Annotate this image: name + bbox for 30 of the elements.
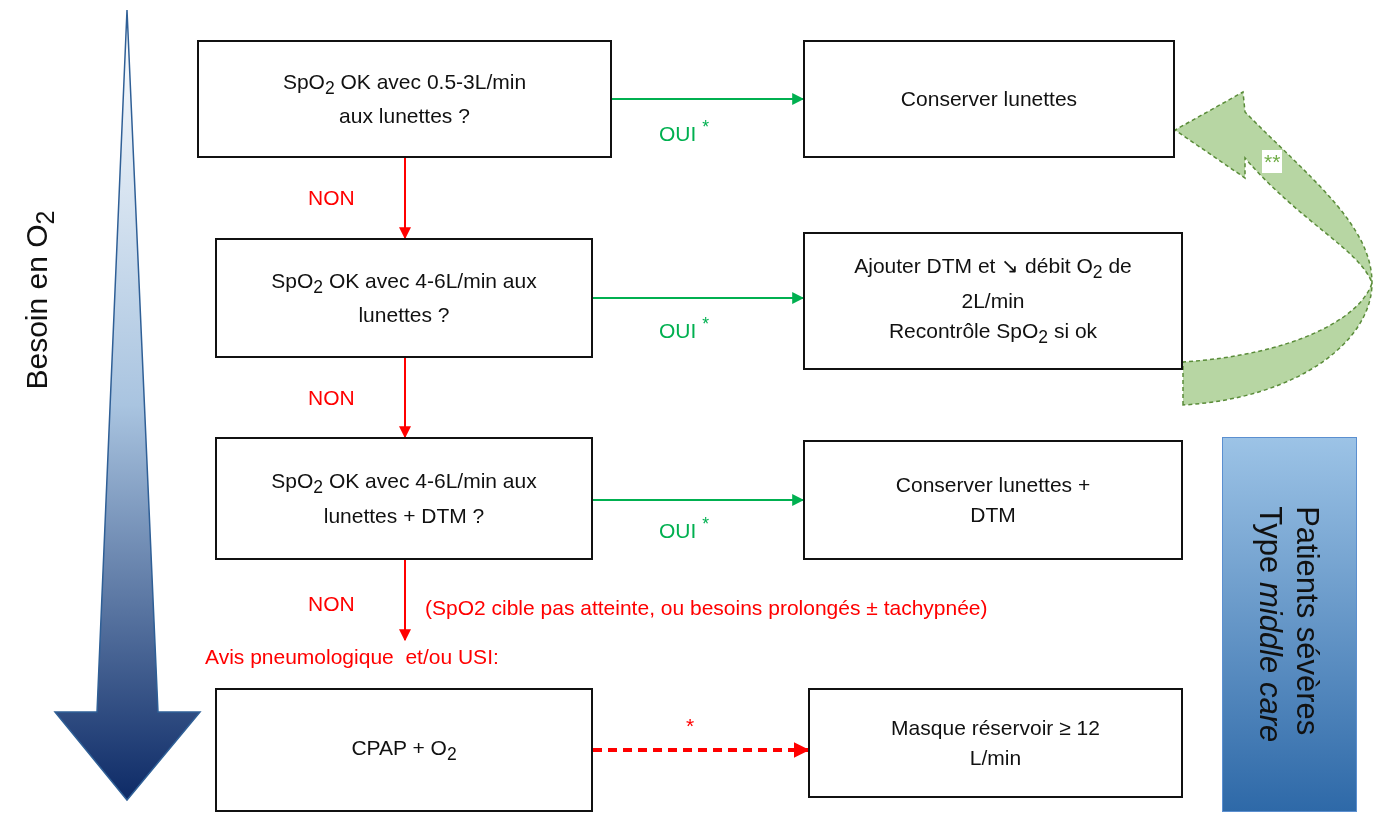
band-text: Patients sévères bbox=[1289, 506, 1327, 736]
category-band bbox=[1222, 437, 1357, 812]
arrow bbox=[592, 494, 805, 506]
arrow bbox=[399, 559, 411, 642]
box-text: SpO$_{2}$ OK avec 4-6L/min aux lunettes ? bbox=[270, 267, 538, 329]
edge-label: ** bbox=[1262, 150, 1283, 174]
process-box bbox=[197, 40, 612, 158]
arrow bbox=[399, 157, 411, 240]
arrow bbox=[399, 357, 411, 439]
box-text: Conserver lunettes bbox=[899, 85, 1079, 112]
process-box bbox=[215, 688, 593, 812]
curved-block-arrow bbox=[1174, 91, 1373, 406]
box-text: SpO$_{2}$ OK avec 4-6L/min aux lunettes + DTM ? bbox=[270, 468, 538, 529]
box-text: Masque réservoir ≥ 12 L/min bbox=[890, 714, 1101, 771]
box-text: Recontrôle SpO$_{2}$ si ok bbox=[887, 318, 1099, 350]
arrow bbox=[611, 93, 805, 105]
process-box bbox=[803, 440, 1183, 560]
process-box bbox=[215, 238, 593, 358]
arrow bbox=[593, 742, 810, 758]
process-box bbox=[808, 688, 1183, 798]
process-box bbox=[215, 437, 593, 560]
arrow bbox=[592, 292, 805, 304]
band-text: Type middle care bbox=[1252, 506, 1290, 743]
note-text: Avis pneumologique et/ou USI: bbox=[205, 643, 499, 670]
box-text: SpO$_{2}$ OK avec 0.5-3L/min aux lunettes ? bbox=[281, 68, 528, 130]
note-text: (SpO2 cible pas atteinte, ou besoins prolongés ± tachypnée) bbox=[425, 596, 988, 620]
process-box bbox=[803, 40, 1175, 158]
box-text: Conserver lunettes + DTM bbox=[894, 471, 1092, 528]
box-text: CPAP + O$_{2}$ bbox=[350, 734, 458, 766]
process-box bbox=[803, 232, 1183, 370]
